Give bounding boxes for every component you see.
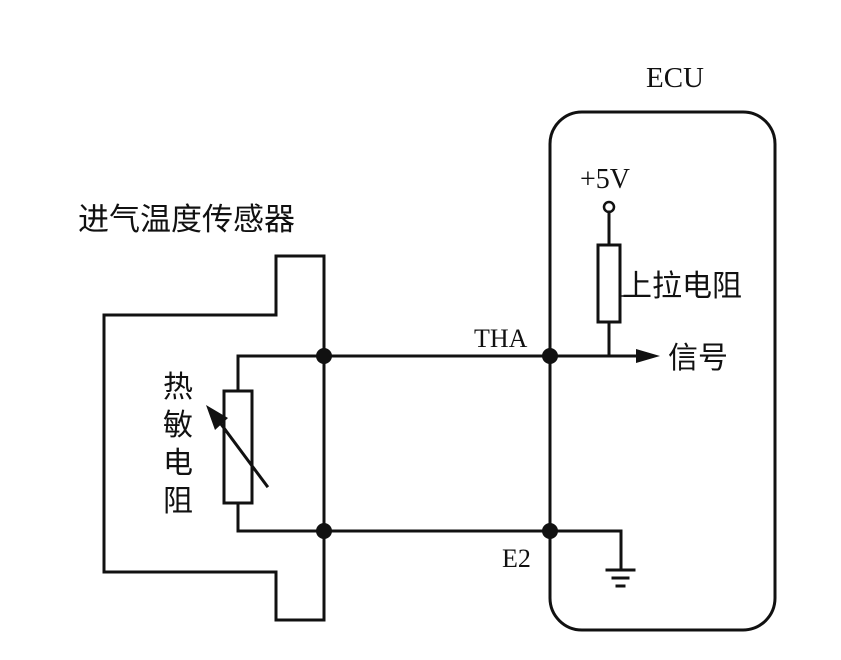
thermistor-arrow-head	[206, 405, 228, 430]
thermistor-label: 热 敏 电 阻	[163, 370, 193, 519]
junction-dot	[316, 348, 332, 364]
e2-label: E2	[502, 544, 531, 573]
thermistor-label-char: 热	[163, 370, 193, 405]
thermistor-bottom-lead	[236, 501, 326, 533]
junction-dot	[316, 523, 332, 539]
sensor-housing	[102, 254, 326, 622]
sensor-title: 进气温度传感器	[78, 202, 295, 238]
thermistor-label-char: 电	[163, 446, 193, 481]
pullup-label: 上拉电阻	[622, 269, 742, 304]
thermistor-label-char: 敏	[163, 408, 193, 443]
signal-label: 信号	[668, 341, 728, 376]
pullup-resistor	[596, 243, 622, 324]
tha-label: THA	[474, 324, 528, 353]
thermistor-top-lead	[236, 354, 326, 393]
thermistor-arrow-shaft	[215, 417, 270, 489]
ground-lead	[548, 529, 623, 572]
tha-junction-dot	[542, 348, 558, 364]
thermistor-label-char: 阻	[163, 484, 193, 519]
ecu-label: ECU	[646, 62, 704, 94]
signal-arrow-head	[636, 349, 660, 363]
supply-label: +5V	[580, 164, 630, 195]
ground-icon	[605, 568, 636, 588]
ecu-box	[548, 110, 777, 632]
thermistor-body	[222, 389, 254, 505]
